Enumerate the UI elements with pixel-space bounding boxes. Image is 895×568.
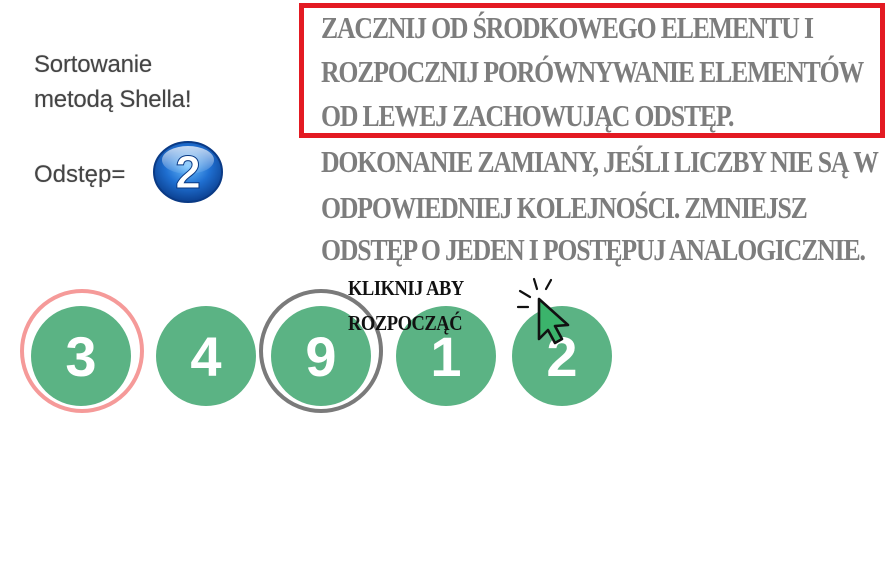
number-value: 3 bbox=[65, 324, 97, 388]
number-value: 2 bbox=[546, 324, 578, 388]
start-hint-line-1[interactable]: KLIKNIJ ABY bbox=[348, 276, 464, 300]
start-hint-line-2[interactable]: ROZPOCZĄĆ bbox=[348, 311, 463, 335]
instruction-highlight-box bbox=[299, 3, 885, 138]
instruction-line-4: DOKONANIE ZAMIANY, JEŚLI LICZBY NIE SĄ W bbox=[321, 144, 879, 179]
number-circle-4[interactable]: 1 bbox=[396, 306, 496, 406]
number-circle-5[interactable]: 2 bbox=[512, 306, 612, 406]
app-title-line-1: Sortowanie bbox=[34, 51, 153, 78]
number-circle-1[interactable]: 3 bbox=[31, 306, 131, 406]
gap-label: Odstęp= bbox=[34, 161, 126, 188]
gap-value: 2 bbox=[175, 146, 201, 198]
gap-badge: 2 bbox=[151, 140, 225, 204]
instruction-line-2: ROZPOCZNIJ PORÓWNYWANIE ELEMENTÓW bbox=[321, 54, 864, 89]
number-circle-2[interactable]: 4 bbox=[156, 306, 256, 406]
instruction-line-5: ODPOWIEDNIEJ KOLEJNOŚCI. ZMNIEJSZ bbox=[321, 190, 808, 225]
instruction-line-3: OD LEWEJ ZACHOWUJĄC ODSTĘP. bbox=[321, 98, 734, 133]
number-value: 1 bbox=[430, 324, 462, 388]
number-circle-3[interactable]: 9 bbox=[271, 306, 371, 406]
number-value: 4 bbox=[190, 324, 222, 388]
instruction-line-6: ODSTĘP O JEDEN I POSTĘPUJ ANALOGICZNIE. bbox=[321, 232, 866, 267]
instruction-line-1: ZACZNIJ OD ŚRODKOWEGO ELEMENTU I bbox=[321, 10, 814, 45]
app-title-line-2: metodą Shella! bbox=[34, 86, 192, 113]
number-value: 9 bbox=[305, 324, 337, 388]
